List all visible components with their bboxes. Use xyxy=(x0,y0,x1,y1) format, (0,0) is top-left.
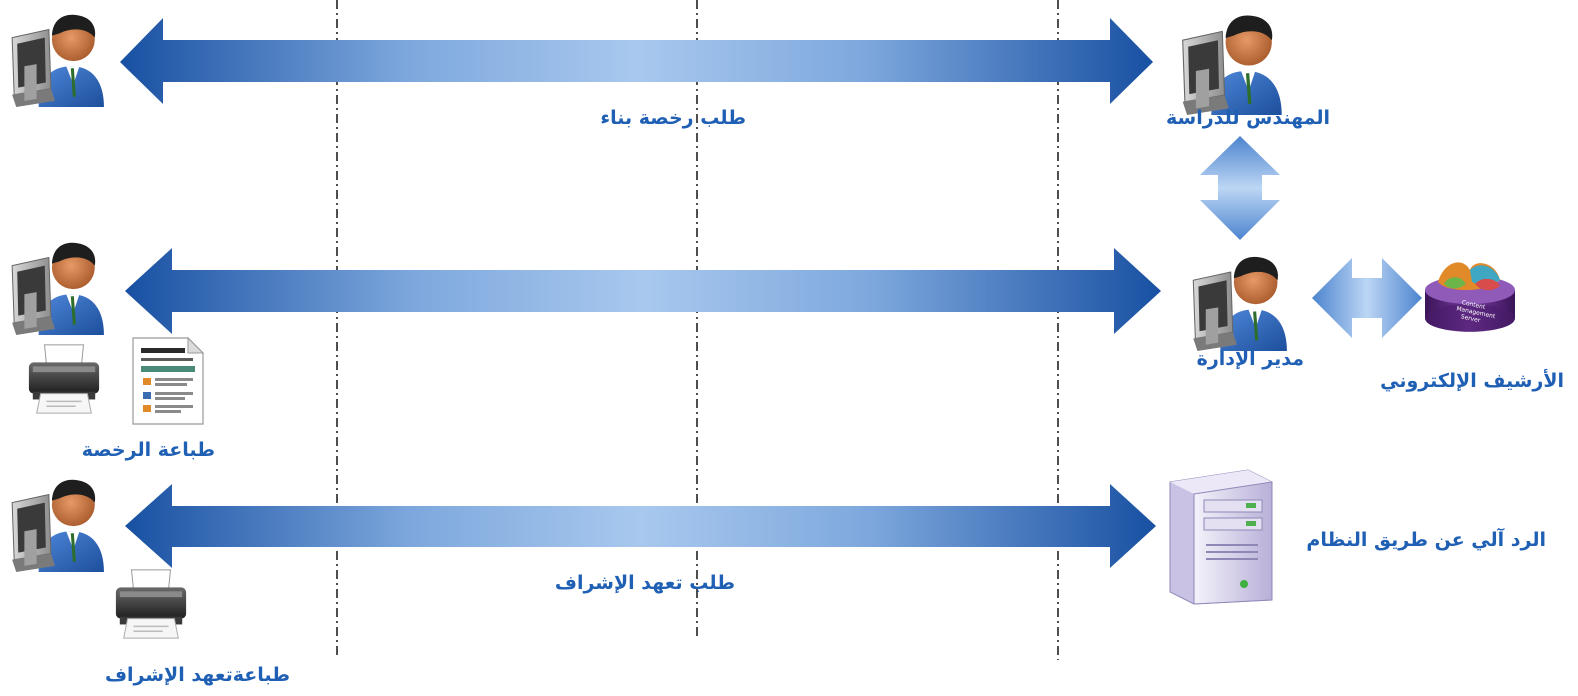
document-icon xyxy=(132,336,205,425)
applicant-user-icon xyxy=(10,241,106,337)
admin-manager-arrow xyxy=(125,248,1161,334)
server-tower-icon xyxy=(1169,469,1273,605)
archive-disk-line: Content xyxy=(1461,299,1486,311)
applicant-user-icon xyxy=(10,478,106,574)
system-auto-reply-label: الرد آلي عن طريق النظام xyxy=(1306,529,1546,551)
printer-icon xyxy=(115,569,187,639)
electronic-archive-label: الأرشيف الإلكتروني xyxy=(1380,370,1564,392)
manager-archive-arrow xyxy=(1312,258,1422,338)
manager-user-icon xyxy=(1191,255,1289,353)
archive-disk-line: Server xyxy=(1460,313,1481,324)
study-engineer-label: المهندس للدراسة xyxy=(1165,107,1330,129)
admin-manager-label: مدير الإدارة xyxy=(1196,348,1304,370)
engineer-manager-arrow xyxy=(1200,136,1280,240)
engineer-user-icon xyxy=(1181,13,1284,117)
permit-printing-label: طباعة الرخصة xyxy=(81,439,215,461)
building-permit-request-label: طلب رخصة بناء xyxy=(600,107,746,129)
supervision-pledge-request-label: طلب تعهد الإشراف xyxy=(554,572,735,594)
supervision-pledge-arrow xyxy=(125,484,1156,568)
database-disk-icon: Content Management Server xyxy=(1425,262,1515,332)
supervision-pledge-printing-label: طباعةتعهد الإشراف xyxy=(104,664,290,686)
building-permit-arrow xyxy=(120,18,1153,104)
printer-icon xyxy=(28,344,100,414)
applicant-user-icon xyxy=(10,13,106,109)
